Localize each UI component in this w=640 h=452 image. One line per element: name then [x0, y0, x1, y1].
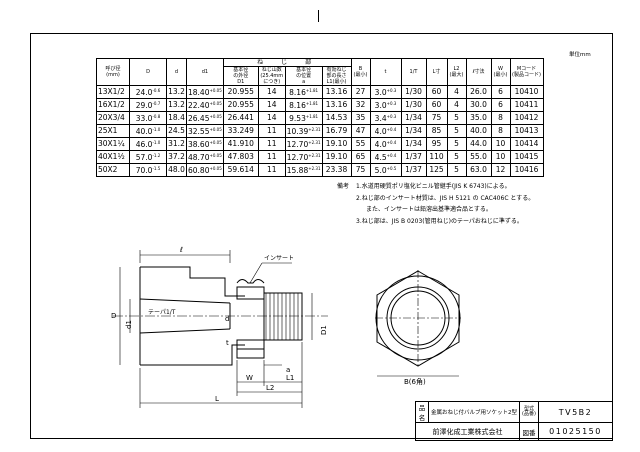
unit-label: 単位mm	[569, 52, 591, 58]
label-taper: テーパ1/T	[148, 309, 176, 316]
title-model-label: 型式(品番)	[519, 401, 539, 423]
note-2: 2.ねじ部のインサート材質は、JIS H 5121 の CAC406C とする。	[356, 194, 535, 202]
notes-block: 備考 1.水道用硬質ポリ塩化ビニル管継手(JIS K 6743)による。 2.ねじ…	[337, 181, 534, 227]
table-cell: 23.38	[321, 163, 352, 177]
label-d1: d1	[125, 320, 133, 329]
title-drawing-no: 01025150	[538, 422, 613, 441]
dimension-table: 呼び径(mm) D d d1 ね じ 部 B(最小) t 1/T L寸 L2(最…	[96, 58, 544, 177]
note-2-cont: また、インサートは鉛溶出基準適合品とする。	[366, 206, 492, 213]
socket-body-bottom	[140, 344, 245, 366]
col-D: D	[129, 58, 167, 86]
label-L2: L2	[266, 384, 274, 392]
label-L1: L1	[286, 374, 294, 382]
title-model: TV5B2	[538, 401, 613, 423]
title-company: 前澤化成工業株式会社	[415, 422, 520, 441]
insert-top	[236, 286, 265, 300]
col-mcode: Mコード(製品コード)	[509, 58, 544, 86]
drawing-frame	[30, 33, 613, 439]
label-W: W	[246, 374, 253, 382]
insert-lip	[236, 279, 265, 284]
table-cell: 11	[257, 137, 286, 151]
taper-line-bottom	[139, 328, 231, 334]
label-B: B(6角)	[404, 377, 426, 386]
title-name-label: 品名	[415, 401, 429, 423]
table-cell: 11	[257, 163, 286, 177]
note-1: 1.水道用硬質ポリ塩化ビニル管継手(JIS K 6743)による。	[356, 183, 511, 190]
page-top-mark	[318, 10, 319, 22]
table-cell: 48.0	[166, 163, 187, 177]
label-a: a	[286, 366, 290, 374]
taper-line-top	[139, 298, 231, 304]
title-product-name: 金属おねじ付バルブ用ソケット2型	[428, 401, 520, 423]
table-cell: 5	[446, 163, 467, 177]
table-cell: 13.2	[166, 98, 187, 112]
col-size: 呼び径(mm)	[96, 58, 130, 86]
table-cell: 4.0+0.4	[369, 137, 402, 151]
label-L: L	[215, 395, 219, 403]
label-d: d	[225, 315, 229, 323]
label-D: D	[111, 312, 116, 320]
thread-hatch	[265, 293, 299, 340]
table-cell: 13.2	[166, 85, 187, 99]
insert-leader	[249, 262, 263, 284]
title-drawing-label: 図番	[519, 422, 539, 441]
label-D1: D1	[320, 325, 328, 335]
table-cell: 12	[490, 163, 511, 177]
label-l: ℓ	[179, 246, 183, 254]
table-cell: 50X2	[96, 163, 130, 177]
col-B: B(最小)	[350, 58, 371, 86]
socket-body-top	[140, 266, 245, 297]
label-t: t	[226, 339, 229, 347]
notes-label: 備考	[337, 183, 350, 190]
table-cell: 15.88+2.31	[284, 163, 323, 177]
col-e: ℓ寸法	[465, 58, 492, 86]
table-cell: 10416	[509, 163, 544, 177]
label-insert: インサート	[264, 255, 294, 262]
male-thread	[263, 292, 303, 341]
note-3: 3.ねじ部は、JIS B 0203(管用ねじ)のテーパおねじに準ずる。	[356, 217, 523, 225]
title-block: 品名 金属おねじ付バルブ用ソケット2型 型式(品番) TV5B2 前澤化成工業株…	[415, 401, 613, 441]
